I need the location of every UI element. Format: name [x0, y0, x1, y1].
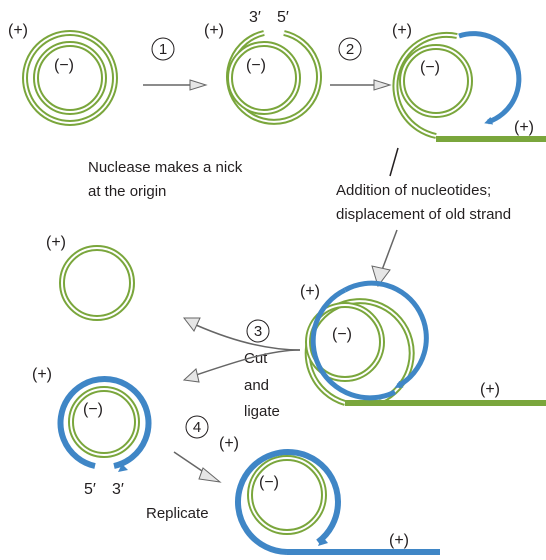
- circle-replicating-again: [238, 452, 440, 552]
- label-5prime-f: 5′: [84, 481, 96, 498]
- label-minus-strand-f: (−): [83, 401, 103, 418]
- arrow-down-to-rolling: [372, 230, 397, 286]
- label-plus-strand-c: (+): [392, 22, 412, 39]
- caption-nick-line2: at the origin: [88, 183, 166, 200]
- label-plus-tail-g: (+): [389, 532, 409, 549]
- label-plus-strand-b: (+): [204, 22, 224, 39]
- circle-released-single-strand: [62, 248, 132, 318]
- caption-cut-line2: and: [244, 377, 269, 394]
- label-plus-strand-g: (+): [219, 435, 239, 452]
- label-minus-strand-a: (−): [54, 57, 74, 74]
- arrows-step-3: [184, 318, 300, 382]
- label-plus-strand-f: (+): [32, 366, 52, 383]
- label-plus-strand-d: (+): [46, 234, 66, 251]
- step-1-number: 1: [159, 41, 167, 58]
- caption-replicate: Replicate: [146, 505, 209, 522]
- label-3prime-b: 3′: [249, 9, 261, 26]
- step-4-number: 4: [193, 419, 201, 436]
- step-2-number: 2: [346, 41, 354, 58]
- caption-nick-line1: Nuclease makes a nick: [88, 159, 243, 176]
- circle-intact-duplex: [25, 33, 115, 123]
- circle-nicked-duplex: [229, 33, 319, 122]
- arrow-step-2: [330, 80, 390, 90]
- arrow-step-1: [143, 80, 206, 90]
- circle-rolling-advanced: [308, 283, 546, 403]
- label-5prime-b: 5′: [277, 9, 289, 26]
- label-minus-strand-b: (−): [246, 57, 266, 74]
- caption-cut-line3: ligate: [244, 403, 280, 420]
- label-minus-strand-c: (−): [420, 59, 440, 76]
- circle-new-duplex: [61, 379, 149, 472]
- arrow-step-4: [174, 452, 220, 482]
- pointer-to-caption-2: [390, 148, 398, 176]
- label-minus-strand-g: (−): [259, 474, 279, 491]
- label-minus-strand-e: (−): [332, 326, 352, 343]
- label-plus-tail-c: (+): [514, 119, 534, 136]
- label-plus-strand-a: (+): [8, 22, 28, 39]
- label-3prime-f: 3′: [112, 481, 124, 498]
- label-plus-tail-e: (+): [480, 381, 500, 398]
- caption-add-line2: displacement of old strand: [336, 206, 511, 223]
- step-3-number: 3: [254, 323, 262, 340]
- label-plus-strand-e: (+): [300, 283, 320, 300]
- caption-add-line1: Addition of nucleotides;: [336, 182, 491, 199]
